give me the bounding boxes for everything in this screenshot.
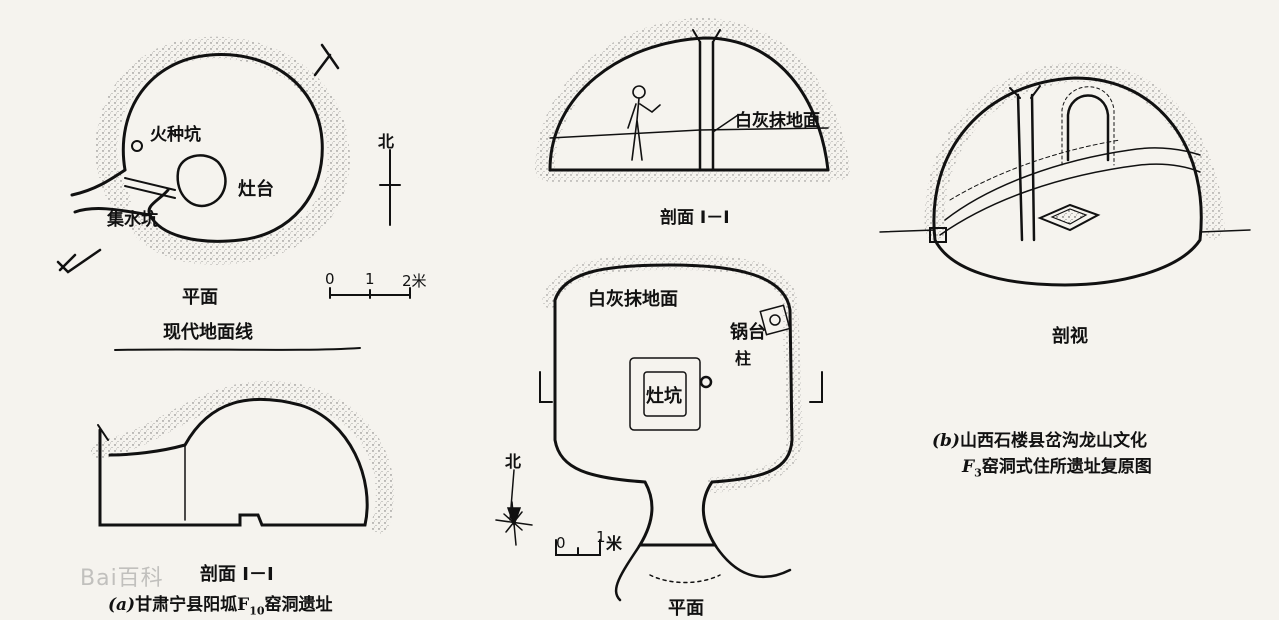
section-mid-leader	[712, 114, 739, 133]
caption-b-line2: F3窑洞式住所遗址复原图	[962, 452, 1152, 479]
plan-a-title: 平面	[182, 287, 218, 308]
view-b-dome	[932, 76, 1203, 287]
plan-a-section-marker-top	[313, 43, 340, 77]
label-stove: 灶台	[238, 179, 274, 200]
panel-b-view	[879, 61, 1251, 287]
plan-a-entrance-bottom	[73, 207, 152, 217]
plan-a-soil-halo	[95, 36, 350, 265]
scale-mid-tick-1: 1	[596, 528, 606, 546]
section-mid-pillar	[698, 40, 715, 172]
plan-a-stove	[176, 154, 227, 208]
plan-a-entrance-top	[70, 168, 127, 197]
view-b-stove	[1037, 203, 1101, 232]
plan-mid-pillar	[699, 375, 713, 389]
view-b-title: 剖视	[1052, 326, 1088, 347]
plan-mid-stove-inner	[643, 371, 687, 417]
caption-b-prefix: (b)	[932, 431, 960, 451]
plan-mid-corridor-dashes	[649, 574, 721, 584]
section-a-left-edge	[97, 424, 109, 441]
plan-a-wall	[121, 53, 324, 243]
label-north-mid: 北	[505, 452, 522, 471]
panel-mid-section	[535, 17, 850, 182]
caption-b-line1: (b)山西石楼县岔沟龙山文化	[932, 426, 1147, 451]
caption-b-text1: 山西石楼县岔沟龙山文化	[959, 431, 1147, 451]
caption-a-suffix: 窑洞遗址	[264, 595, 333, 615]
section-mid-dome	[548, 36, 830, 172]
scale-mid-tick-0: 0	[556, 534, 566, 552]
plan-mid-corridor	[614, 543, 792, 602]
plan-mid-title: 平面	[668, 598, 704, 619]
plan-mid-wall	[553, 263, 794, 547]
panel-a-plan	[56, 36, 411, 299]
label-mid-plan-floor: 白灰抹地面	[588, 289, 678, 310]
scale-mid-tick-unit: 米	[606, 534, 623, 553]
section-a-profile	[98, 397, 369, 527]
label-pot-stand: 锅台	[730, 322, 766, 343]
plan-mid-compass	[495, 469, 533, 546]
label-north-a: 北	[378, 132, 395, 151]
view-b-inner-band	[949, 139, 1121, 201]
section-a-soil-halo	[91, 381, 394, 534]
caption-b-text2: 窑洞式住所遗址复原图	[981, 457, 1152, 477]
caption-a-sub: 10	[249, 604, 265, 618]
section-mid-pillar-top	[692, 29, 721, 43]
label-pillar: 柱	[735, 349, 752, 368]
plan-mid-bracket-right	[809, 371, 823, 403]
view-b-ground-line	[879, 229, 1251, 233]
label-mid-section-floor: 白灰抹地面	[735, 111, 820, 131]
caption-b-sub: 3	[974, 466, 982, 480]
panel-a-section	[91, 347, 394, 534]
plan-mid-pot-stand	[759, 304, 791, 336]
ground-line-label: 现代地面线	[163, 322, 253, 343]
caption-b-f: F	[962, 457, 975, 477]
watermark: Bai百科	[80, 566, 164, 591]
caption-a: (a)甘肃宁县阳坬F10窑洞遗址	[108, 590, 333, 617]
plan-a-fire-pit	[131, 140, 143, 152]
view-b-doorway	[1066, 94, 1110, 162]
label-stove-pit: 灶坑	[646, 386, 682, 407]
section-mid-human-figure	[627, 85, 661, 161]
caption-a-prefix: (a)	[108, 595, 136, 615]
caption-a-text: 甘肃宁县阳坬F	[135, 595, 250, 615]
plan-mid-scale-bar	[555, 539, 601, 556]
view-b-pillar	[1016, 93, 1036, 242]
section-mid-halo	[535, 17, 850, 180]
panel-mid-plan	[495, 253, 823, 602]
section-a-ground-line	[114, 347, 361, 351]
plan-a-section-marker-bottom	[56, 248, 102, 274]
plan-a-scale-bar	[329, 287, 411, 299]
label-fire-pit: 火种坑	[150, 125, 201, 145]
plan-mid-stove-outer	[629, 357, 701, 431]
scale-a-tick-2: 2米	[402, 272, 427, 290]
section-a-title: 剖面 I－I	[200, 564, 274, 585]
label-water-pit: 集水坑	[107, 210, 158, 230]
plan-a-north-arrow	[379, 149, 401, 226]
scale-a-tick-0: 0	[325, 270, 335, 288]
plan-a-flue	[124, 177, 176, 199]
plan-mid-bracket-left	[539, 371, 553, 403]
view-b-pit	[929, 227, 947, 243]
scale-a-tick-1: 1	[365, 270, 375, 288]
section-mid-title: 剖面 I－I	[660, 208, 730, 228]
view-b-floor-band	[939, 147, 1201, 236]
